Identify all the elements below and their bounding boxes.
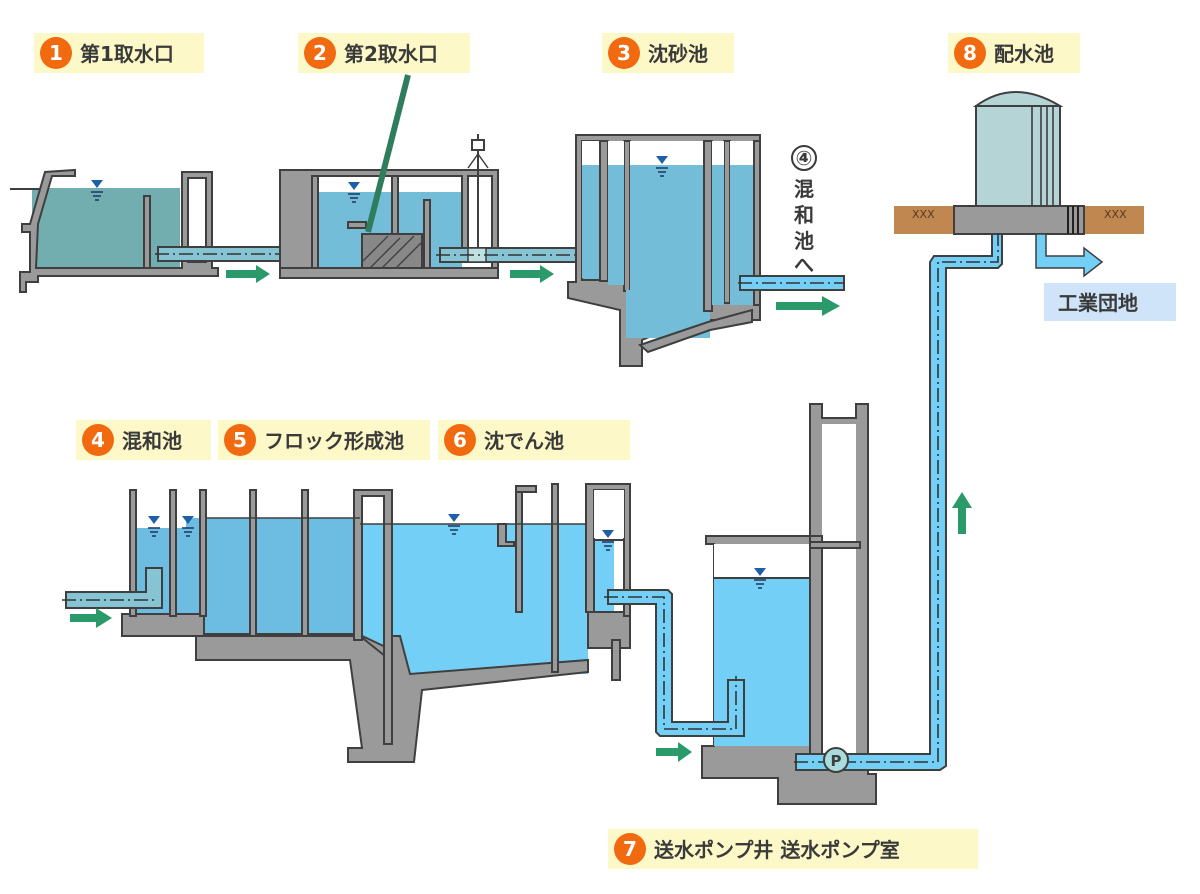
- mixing-floc-sedimentation-structure: [121, 483, 631, 763]
- svg-text:1: 1: [49, 41, 63, 65]
- pipe-inlet-mixing: [62, 567, 163, 609]
- water-level-marker-icon: [656, 156, 668, 177]
- intake-pipe-diagonal: [365, 74, 411, 233]
- svg-text:8: 8: [963, 41, 977, 65]
- svg-text:送水ポンプ井 送水ポンプ室: 送水ポンプ井 送水ポンプ室: [654, 838, 900, 862]
- water-level-marker-icon: [91, 180, 103, 201]
- svg-text:混和池: 混和池: [122, 429, 182, 453]
- svg-text:配水池: 配水池: [994, 42, 1054, 66]
- svg-text:5: 5: [233, 428, 247, 452]
- water-level-marker-icon: [148, 516, 160, 537]
- flow-arrow-icon: [510, 265, 554, 283]
- stage-label-3: 3 沈砂池: [602, 33, 734, 73]
- tank-dome: [972, 91, 1064, 107]
- outflow-arrow-icon: [1035, 233, 1104, 278]
- svg-text:フロック形成池: フロック形成池: [264, 429, 404, 453]
- flow-arrow-icon: [70, 608, 112, 628]
- svg-text:XXX: XXX: [1104, 208, 1127, 221]
- pipe-grit-to-mixing: [738, 275, 845, 291]
- distribution-reservoir: XXX XXX 工業団地: [894, 91, 1176, 321]
- badge-4-icon: [82, 424, 114, 456]
- flow-arrow-icon: [776, 296, 840, 316]
- pipe-sedimentation-to-pump-well: [604, 589, 745, 737]
- pipe-pump-to-reservoir: [794, 233, 1003, 771]
- svg-text:6: 6: [453, 428, 467, 452]
- pump-well-and-room: [701, 403, 877, 805]
- svg-text:和: 和: [794, 203, 814, 227]
- svg-text:混: 混: [794, 177, 814, 201]
- svg-text:④: ④: [796, 146, 813, 170]
- flow-arrow-icon: [656, 742, 692, 762]
- svg-text:沈でん池: 沈でん池: [484, 429, 564, 453]
- svg-text:7: 7: [623, 837, 637, 861]
- flow-arrow-up-icon: [952, 492, 972, 534]
- stage-label-7: 7 送水ポンプ井 送水ポンプ室: [608, 829, 978, 869]
- svg-text:池: 池: [794, 229, 814, 253]
- stage-label-4: 4 混和池: [76, 420, 211, 460]
- svg-text:4: 4: [91, 428, 105, 452]
- destination-label: 工業団地: [1058, 291, 1138, 315]
- badge-8-icon: [954, 37, 986, 69]
- grit-chamber-structure: [567, 134, 761, 367]
- water-level-marker-icon: [754, 568, 766, 589]
- stage-label-1: 1 第1取水口: [34, 33, 204, 73]
- tank-body: [975, 105, 1061, 207]
- badge-3-icon: [608, 37, 640, 69]
- water-level-marker-icon: [448, 514, 460, 535]
- first-intake-structure: [10, 168, 219, 293]
- svg-text:XXX: XXX: [912, 208, 935, 221]
- badge-2-icon: [304, 37, 336, 69]
- badge-7-icon: [614, 833, 646, 865]
- second-intake-structure: [279, 74, 499, 279]
- badge-5-icon: [224, 424, 256, 456]
- badge-6-icon: [444, 424, 476, 456]
- stage-label-8: 8 配水池: [948, 33, 1080, 73]
- connector-note-to-mixing: ④ 混 和 池 へ: [791, 145, 817, 277]
- water-level-marker-icon: [602, 530, 614, 551]
- svg-text:第2取水口: 第2取水口: [344, 42, 438, 66]
- badge-1-icon: [40, 37, 72, 69]
- svg-text:へ: へ: [794, 253, 814, 277]
- svg-text:2: 2: [313, 41, 327, 65]
- flow-arrow-icon: [226, 265, 270, 283]
- svg-text:沈砂池: 沈砂池: [648, 42, 708, 66]
- stage-label-5: 5 フロック形成池: [218, 420, 430, 460]
- water-level-marker-icon: [348, 182, 360, 203]
- svg-text:P: P: [831, 752, 842, 770]
- stage-label-2: 2 第2取水口: [298, 33, 470, 73]
- svg-text:3: 3: [617, 41, 631, 65]
- pump-icon: P: [823, 747, 849, 773]
- valve-handle-icon: [471, 139, 485, 151]
- water-level-marker-icon: [182, 516, 194, 537]
- svg-text:第1取水口: 第1取水口: [80, 42, 174, 66]
- stage-label-6: 6 沈でん池: [438, 420, 630, 460]
